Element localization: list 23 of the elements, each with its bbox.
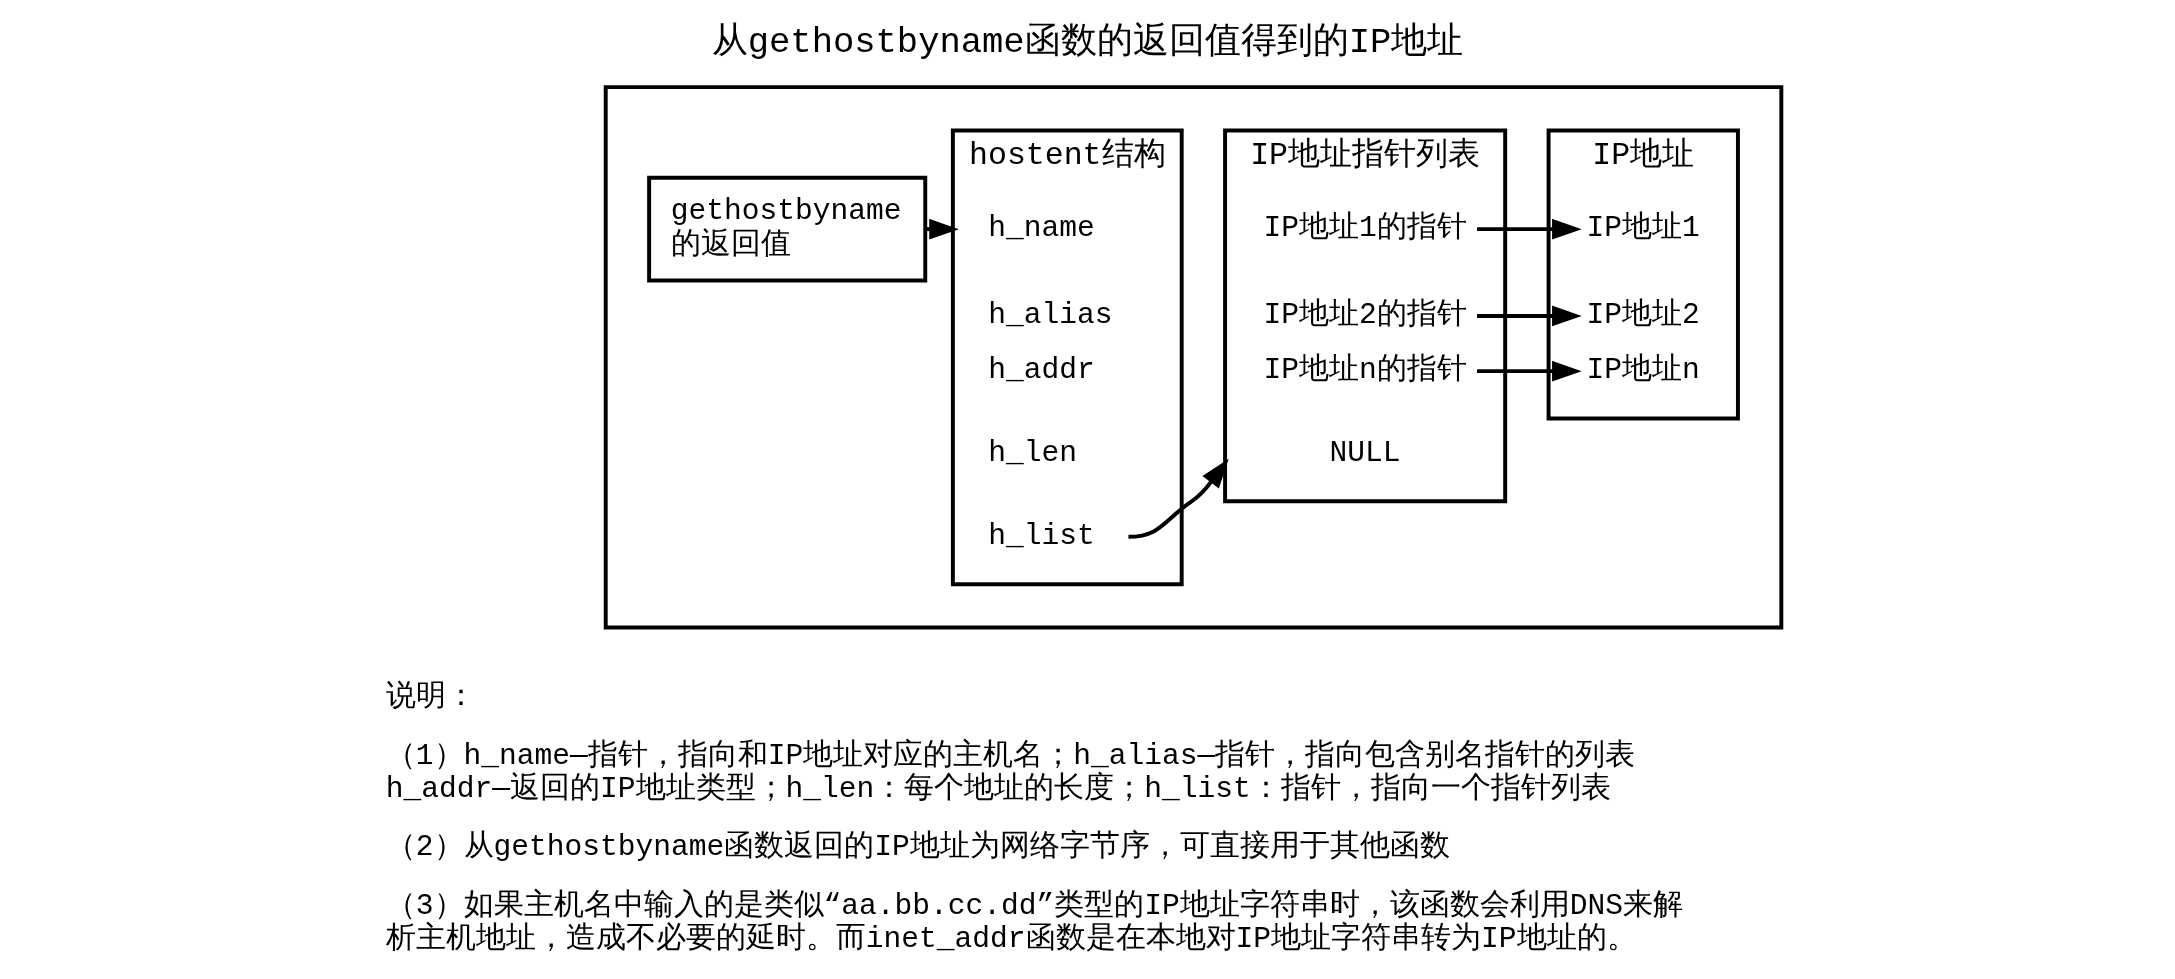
label: （3）如果主机名中输入的是类似“aa.bb.cc.dd”类型的IP地址字符串时，该函数会利用DNS来解析主机地址，造成不必要的延时。而inet_addr函数是在本地对IP地址字符串转为IP地址的。 bbox=[385, 888, 1684, 957]
node-text: h_addr bbox=[988, 353, 1095, 388]
node-text: h_len bbox=[988, 435, 1078, 470]
node-text: IP地址2的指针 bbox=[1263, 297, 1467, 332]
label: （1）h_name—指针，指向和IP地址对应的主机名；h_alias—指针，指向包含别名指针的列表h_addr—返回的IP地址类型；h_len：每个地址的长度；h_list：指针，指向一个指针列表 bbox=[385, 738, 1636, 807]
arrow bbox=[1477, 360, 1582, 382]
node-box: gethostbyname的返回值 bbox=[647, 175, 928, 283]
node-text: h_alias bbox=[988, 297, 1113, 332]
node-text: h_name bbox=[988, 211, 1095, 246]
arrow bbox=[1477, 305, 1582, 327]
label: （2）从gethostbyname函数返回的IP地址为网络字节序，可直接用于其他函数 bbox=[385, 830, 1450, 865]
node-text: NULL bbox=[1329, 435, 1401, 470]
node-text: IP地址1的指针 bbox=[1263, 211, 1467, 246]
arrow bbox=[1477, 218, 1582, 240]
diagram-title: 从gethostbyname函数的返回值得到的IP地址 bbox=[711, 22, 1464, 64]
arrow bbox=[1128, 458, 1229, 539]
node-text: IP地址n bbox=[1586, 353, 1700, 388]
node-text: IP地址n的指针 bbox=[1263, 353, 1467, 388]
node-text: IP地址1 bbox=[1586, 211, 1700, 246]
node-text: IP地址2 bbox=[1586, 297, 1700, 332]
node-text: h_list bbox=[988, 518, 1095, 553]
cluster bbox=[603, 85, 1784, 630]
label: 说明： bbox=[385, 680, 476, 715]
